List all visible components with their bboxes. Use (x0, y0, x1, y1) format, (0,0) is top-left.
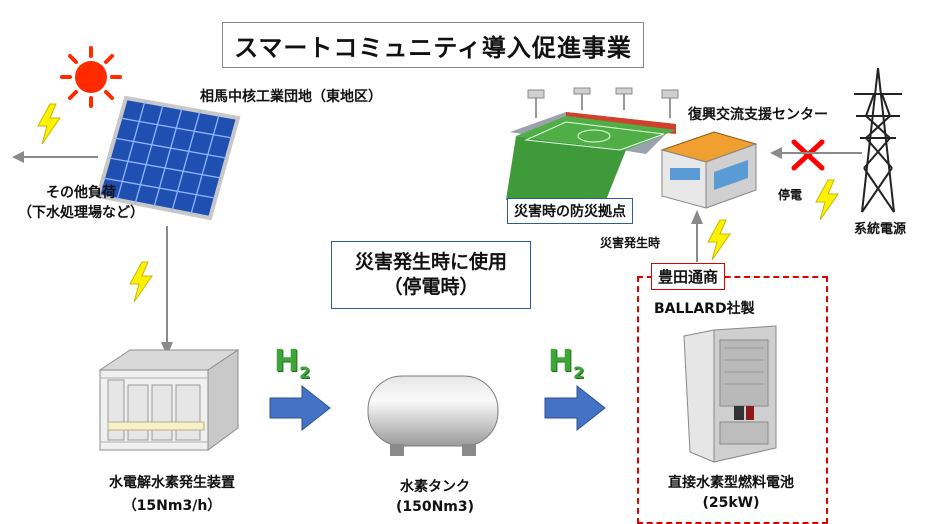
arrow-left-icon (770, 147, 862, 159)
other-load-line2: （下水処理場など） (18, 205, 144, 221)
arrow-up-icon (691, 210, 703, 262)
stadium-icon (506, 87, 679, 200)
electrolyzer-icon (98, 349, 240, 451)
hydrogen-tank-icon (367, 375, 499, 456)
fuel-cell-line2: (25kW) (702, 495, 760, 511)
close-icon (791, 139, 825, 171)
blackout-label: 停電 (778, 188, 803, 202)
other-load-line1: その他負荷 (46, 185, 116, 201)
arrow-right-icon (269, 384, 331, 432)
solar-site-label: 相馬中核工業団地（東地区） (200, 89, 382, 105)
fuel-cell-label: 直接水素型燃料電池 (25kW) (640, 472, 822, 511)
lightning-icon (37, 103, 61, 145)
h2-label: H2 (548, 344, 585, 382)
disaster-use-line1: 災害発生時に使用 (354, 251, 507, 274)
solar-panel-icon (95, 95, 241, 221)
support-center-label: 復興交流支援センター (688, 107, 828, 123)
lightning-icon (815, 179, 839, 221)
arrow-left-icon (12, 151, 98, 163)
page-title: スマートコミュニティ導入促進事業 (222, 22, 644, 68)
lightning-icon (707, 219, 731, 261)
disaster-occurs-label: 災害発生時 (600, 236, 661, 250)
building-icon (660, 131, 758, 209)
grid-power-label: 系統電源 (854, 222, 907, 237)
tank-line2: (150Nm3) (395, 499, 475, 515)
stadium-label: 災害時の防災拠点 (507, 198, 633, 224)
sun-icon (60, 46, 122, 108)
electrolyzer-line1: 水電解水素発生装置 (109, 475, 235, 491)
electrolyzer-line2: （15Nm3/h） (122, 498, 222, 514)
arrow-down-icon (161, 226, 173, 356)
fuel-cell-line1: 直接水素型燃料電池 (668, 475, 794, 491)
arrow-right-icon (544, 384, 606, 432)
power-tower-icon (854, 67, 902, 213)
tank-label: 水素タンク (150Nm3) (340, 476, 530, 515)
disaster-use-line2: （停電時） (383, 276, 479, 298)
fuel-cell-icon (683, 325, 777, 463)
tank-line1: 水素タンク (400, 479, 470, 495)
h2-label: H2 (274, 344, 311, 382)
disaster-use-box: 災害発生時に使用 （停電時） (331, 241, 531, 309)
vendor-label: 豊田通商 (651, 263, 726, 290)
other-load-label: その他負荷 （下水処理場など） (6, 182, 156, 222)
lightning-icon (129, 261, 153, 303)
electrolyzer-label: 水電解水素発生装置 （15Nm3/h） (72, 472, 272, 515)
maker-label: BALLARD社製 (654, 301, 755, 317)
